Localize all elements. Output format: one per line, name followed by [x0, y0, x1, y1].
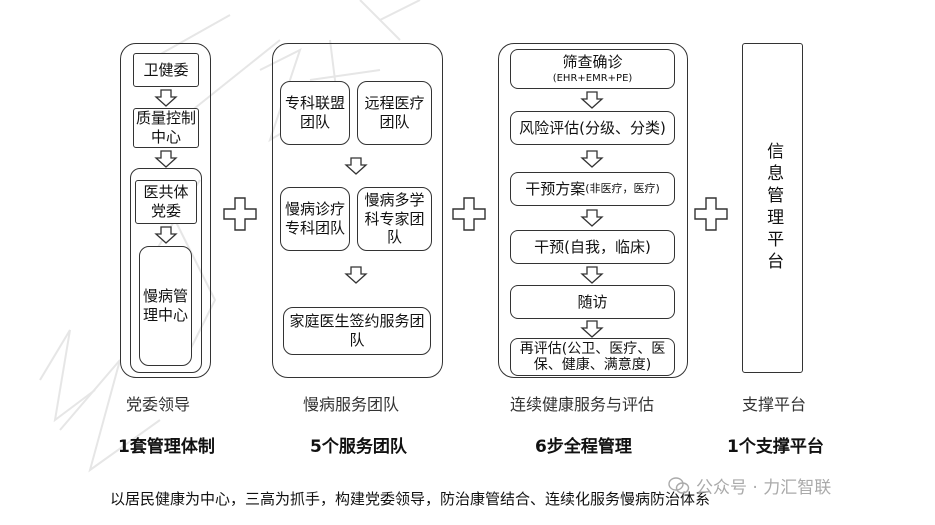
- info-platform-label: 信息管理平台: [763, 142, 784, 274]
- column1-caption: 1套管理体制: [118, 437, 215, 457]
- column4-label: 支撑平台: [742, 395, 807, 414]
- plus-icon: [694, 197, 728, 231]
- step-screening-note: (EHR+EMR+PE): [552, 72, 633, 84]
- quality-control-center-box: 质量控制中心: [133, 108, 199, 148]
- remote-medical-box: 远程医疗团队: [357, 81, 432, 145]
- down-arrow-icon: [580, 91, 604, 109]
- step-reassessment-box: 再评估(公卫、医疗、医保、健康、满意度): [510, 338, 675, 376]
- footer-summary: 以居民健康为中心，三高为抓手，构建党委领导，防治康管结合、连续化服务慢病防治体系: [110, 490, 711, 508]
- down-arrow-icon: [580, 209, 604, 227]
- column2-label: 慢病服务团队: [303, 395, 400, 414]
- down-arrow-icon: [580, 266, 604, 284]
- chronic-disease-center-box: 慢病管理中心: [139, 246, 192, 366]
- down-arrow-icon: [154, 226, 178, 244]
- down-arrow-icon: [344, 266, 368, 284]
- down-arrow-icon: [154, 89, 178, 107]
- medical-community-party-box: 医共体党委: [135, 180, 197, 224]
- column1-label: 党委领导: [126, 395, 191, 414]
- watermark-text: 公众号 · 力汇智联: [696, 478, 832, 498]
- wechat-icon: [668, 476, 690, 494]
- column3-label: 连续健康服务与评估: [510, 395, 655, 414]
- family-doctor-team-box: 家庭医生签约服务团队: [283, 307, 431, 355]
- party-leadership-frame: [120, 43, 211, 378]
- down-arrow-icon: [154, 150, 178, 168]
- down-arrow-icon: [580, 320, 604, 338]
- specialty-alliance-box: 专科联盟团队: [280, 81, 350, 145]
- account-watermark: 公众号 · 力汇智联: [668, 473, 831, 498]
- step-intervention-plan-note: (非医疗，医疗): [585, 182, 660, 196]
- column2-caption: 5个服务团队: [310, 437, 407, 457]
- step-intervention-plan-box: 干预方案(非医疗，医疗): [510, 172, 675, 206]
- column3-caption: 6步全程管理: [535, 437, 632, 457]
- service-team-frame: [272, 43, 443, 378]
- step-intervention-plan-label: 干预方案: [525, 179, 586, 198]
- down-arrow-icon: [580, 150, 604, 168]
- plus-icon: [223, 197, 257, 231]
- info-platform-box: 信息管理平台: [742, 43, 803, 373]
- step-intervention-box: 干预(自我，临床): [510, 230, 675, 264]
- step-risk-assessment-box: 风险评估(分级、分类): [510, 111, 675, 145]
- medical-community-frame: [130, 168, 202, 373]
- health-commission-box: 卫健委: [133, 53, 199, 87]
- continuous-service-frame: [498, 43, 688, 378]
- step-follow-up-box: 随访: [510, 285, 675, 319]
- multidisciplinary-team-box: 慢病多学科专家团队: [357, 187, 432, 251]
- plus-icon: [452, 197, 486, 231]
- down-arrow-icon: [344, 157, 368, 175]
- column4-caption: 1个支撑平台: [727, 437, 824, 457]
- step-screening-label: 筛查确诊: [562, 52, 623, 71]
- step-screening-box: 筛查确诊 (EHR+EMR+PE): [510, 49, 675, 89]
- chronic-specialty-team-box: 慢病诊疗专科团队: [280, 187, 350, 251]
